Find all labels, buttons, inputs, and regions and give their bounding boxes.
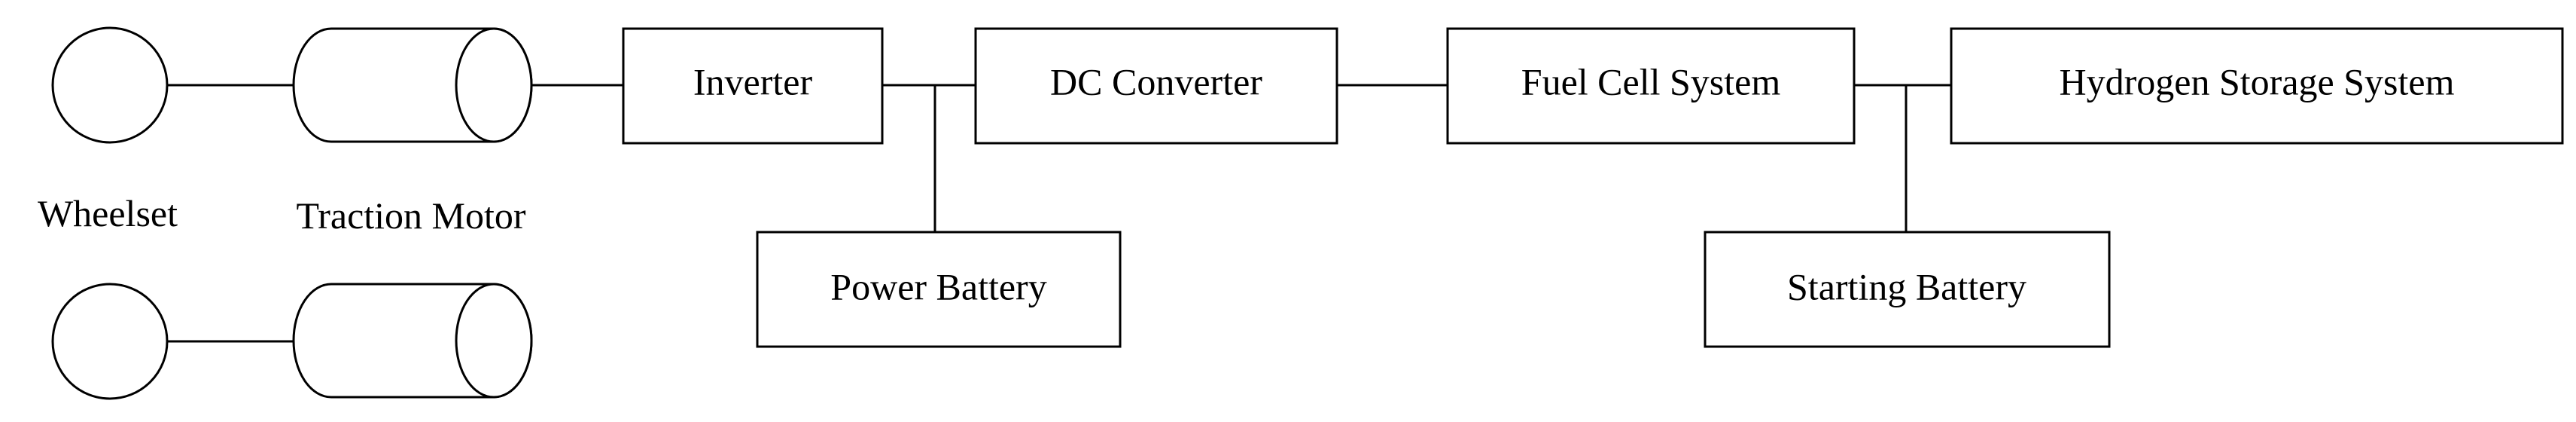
traction-motor-bottom-icon [292, 283, 533, 399]
starting-battery-label: Starting Battery [1787, 265, 2026, 307]
fuel-cell-system-block: Fuel Cell System [1446, 27, 1856, 145]
hydrogen-storage-block: Hydrogen Storage System [1950, 27, 2564, 145]
starting-battery-block: Starting Battery [1704, 231, 2111, 348]
fuel-cell-system-label: Fuel Cell System [1521, 60, 1781, 102]
dc-converter-label: DC Converter [1050, 60, 1262, 102]
wheelset-label: Wheelset [38, 192, 178, 234]
dc-converter-block: DC Converter [974, 27, 1338, 145]
power-battery-block: Power Battery [756, 231, 1122, 348]
wheelset-top-icon [51, 26, 169, 144]
wheelset-bottom-icon [51, 283, 169, 400]
inverter-label: Inverter [693, 60, 813, 102]
traction-motor-label: Traction Motor [296, 194, 525, 237]
inverter-block: Inverter [622, 27, 884, 145]
power-battery-label: Power Battery [830, 265, 1046, 307]
traction-motor-top-icon [292, 27, 533, 143]
hydrogen-storage-label: Hydrogen Storage System [2060, 60, 2455, 102]
